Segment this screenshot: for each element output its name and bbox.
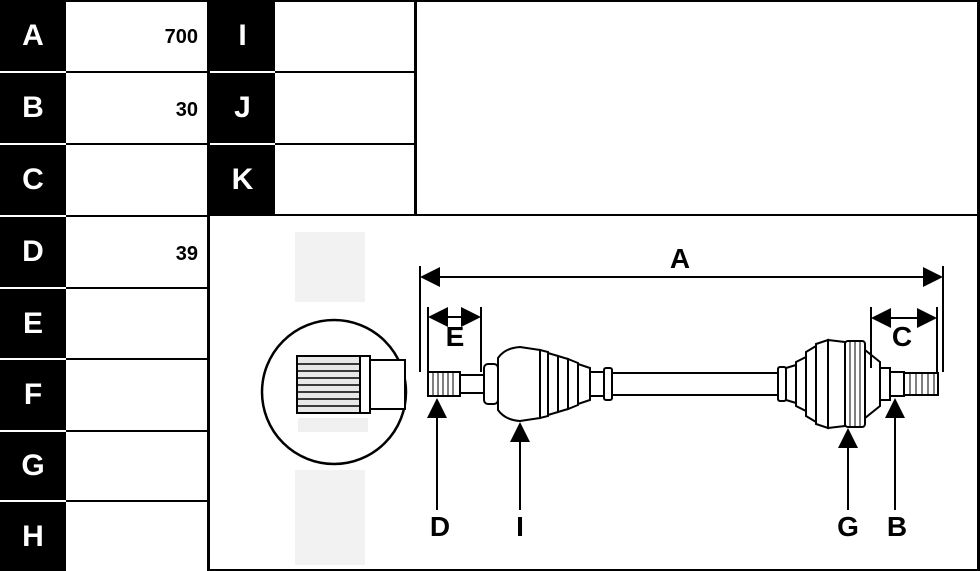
leader-b: B: [885, 398, 907, 542]
leader-i: I: [510, 422, 530, 542]
leader-label-b: B: [887, 511, 907, 542]
grid-line: [275, 71, 417, 73]
row-letter-b: B: [0, 73, 66, 143]
leader-label-i: I: [516, 511, 524, 542]
outer-joint: [777, 338, 939, 430]
dimension-a: A: [419, 243, 944, 372]
leader-d: D: [427, 398, 450, 542]
row-letter-d: D: [0, 217, 66, 287]
background-texture: [295, 470, 365, 565]
frame-bottom: [207, 569, 980, 571]
leader-g: G: [837, 428, 859, 542]
left-spline-end: [427, 363, 499, 405]
frame-top: [66, 0, 980, 2]
row-letter-f: F: [0, 360, 66, 430]
row-value-a: 700: [66, 0, 207, 71]
frame-right: [977, 0, 980, 571]
grid-line: [66, 143, 210, 145]
grid-line: [66, 215, 210, 217]
row-value-j: [275, 73, 414, 143]
leader-label-g: G: [837, 511, 859, 542]
grid-line: [66, 358, 210, 360]
grid-line: [414, 0, 417, 215]
row-letter-j: J: [210, 73, 275, 143]
row-value-b: 30: [66, 73, 207, 143]
dimension-c: C: [870, 307, 938, 372]
row-letter-a: A: [0, 0, 66, 71]
row-letter-i: I: [210, 0, 275, 71]
dimension-e: E: [427, 307, 482, 372]
grid-line: [207, 0, 210, 571]
grid-line: [66, 430, 210, 432]
row-value-d: 39: [66, 217, 207, 287]
row-letter-c: C: [0, 145, 66, 215]
grid-line: [66, 71, 210, 73]
grid-line: [275, 143, 417, 145]
row-letter-g: G: [0, 432, 66, 500]
row-value-f: [66, 360, 207, 430]
background-texture: [295, 232, 365, 302]
spline-detail-circle: [260, 318, 408, 466]
dimension-label-e: E: [446, 321, 465, 352]
row-letter-k: K: [210, 145, 275, 215]
row-value-i: [275, 0, 414, 71]
grid-line: [66, 287, 210, 289]
grid-line: [210, 214, 980, 216]
leader-label-d: D: [430, 511, 450, 542]
grid-line: [66, 500, 210, 502]
row-value-c: [66, 145, 207, 215]
dimension-label-c: C: [892, 321, 912, 352]
row-letter-e: E: [0, 289, 66, 358]
row-value-h: [66, 502, 207, 571]
shaft-bar: [611, 372, 781, 396]
row-letter-h: H: [0, 502, 66, 571]
row-value-g: [66, 432, 207, 500]
inner-joint: [497, 345, 613, 423]
row-value-e: [66, 289, 207, 358]
dimension-label-a: A: [670, 243, 690, 274]
row-value-k: [275, 145, 414, 215]
